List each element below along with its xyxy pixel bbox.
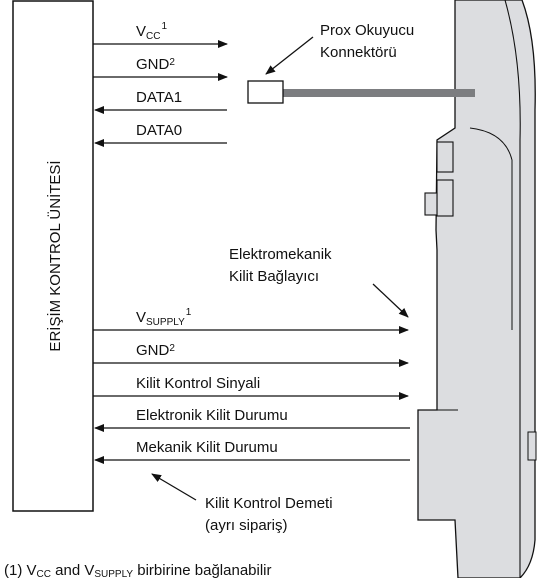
gnd-top-label: GND2: [136, 56, 175, 73]
harness-label-1: Kilit Kontrol Demeti: [205, 495, 333, 512]
access-control-unit-box: [12, 0, 94, 512]
lock-connector-label-2: Kilit Bağlayıcı: [229, 268, 319, 285]
vcc-label: VCC1: [136, 21, 167, 42]
prox-cable: [283, 89, 475, 97]
harness-callout-arrow: [151, 473, 197, 501]
access-control-unit-label: ERİŞİM KONTROL ÜNİTESİ: [46, 160, 64, 351]
mechanical-status-label: Mekanik Kilit Durumu: [136, 439, 278, 456]
prox-callout-arrow: [265, 36, 314, 75]
gnd-bottom-label: GND2: [136, 342, 175, 359]
lock-callout-arrow: [372, 283, 409, 318]
data1-label: DATA1: [136, 89, 182, 106]
prox-connector-plug: [247, 80, 284, 104]
harness-label-2: (ayrı sipariş): [205, 517, 288, 534]
footnote: (1) VCC and VSUPPLY birbirine bağlanabil…: [4, 562, 272, 578]
vsupply-label: VSUPPLY1: [136, 307, 192, 328]
prox-connector-label-2: Konnektörü: [320, 44, 397, 61]
lock-connector-label-1: Elektromekanik: [229, 246, 332, 263]
lock-control-label: Kilit Kontrol Sinyali: [136, 375, 260, 392]
data0-label: DATA0: [136, 122, 182, 139]
electronic-status-label: Elektronik Kilit Durumu: [136, 407, 288, 424]
lock-device-body: [417, 0, 537, 578]
prox-connector-label-1: Prox Okuyucu: [320, 22, 414, 39]
